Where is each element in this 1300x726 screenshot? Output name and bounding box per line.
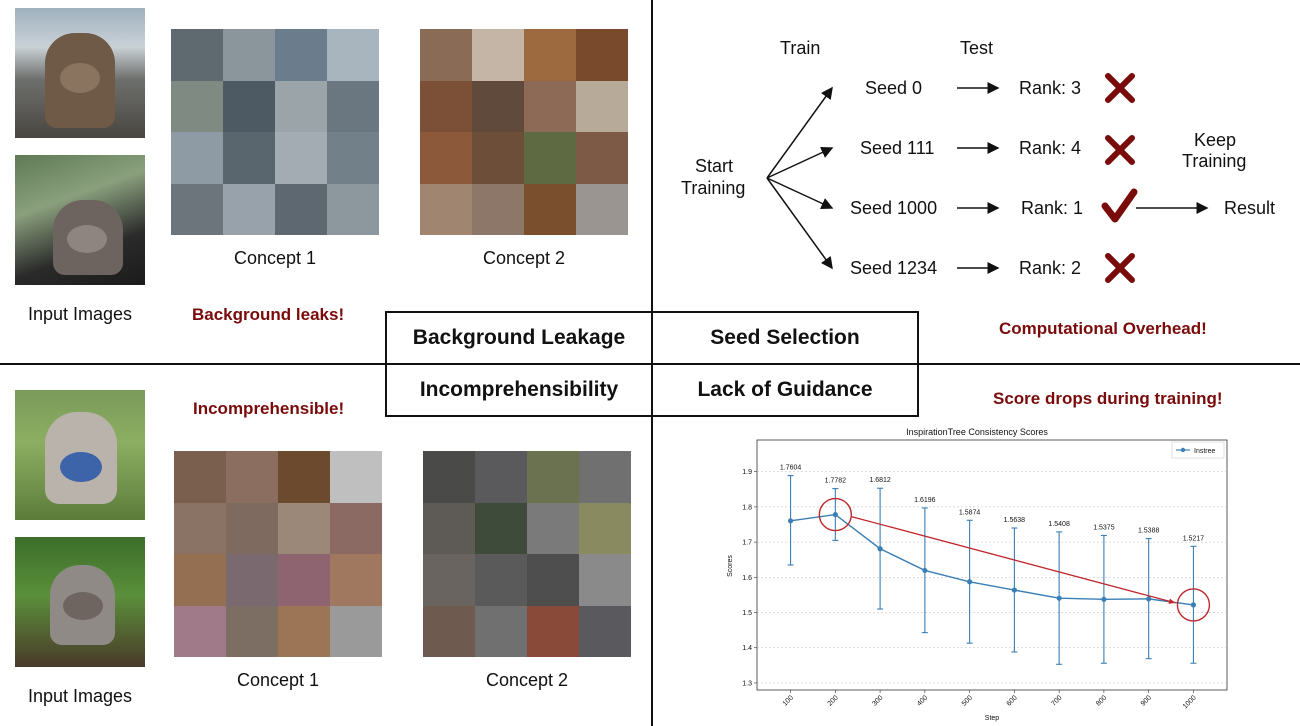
y-tick-label: 1.6 xyxy=(742,575,752,582)
trend-arrowhead xyxy=(1168,598,1176,604)
x-tick-label: 1000 xyxy=(1182,694,1198,710)
cross-icon-seed-1234 xyxy=(1105,253,1135,283)
cell-lack-of-guidance: Lack of Guidance xyxy=(651,363,919,417)
rank-label-1000: Rank: 1 xyxy=(1021,198,1084,218)
concept2-image-grid-bottom xyxy=(423,451,631,657)
x-tick-label: 300 xyxy=(871,694,884,707)
legend-marker xyxy=(1180,447,1186,453)
concept1-caption-bottom: Concept 1 xyxy=(236,670,320,690)
cross-icon-seed-111 xyxy=(1105,135,1135,165)
data-point xyxy=(1146,596,1152,602)
seed-diagram-arrows xyxy=(766,73,1209,283)
branch-arrow-seed-1000 xyxy=(766,177,834,210)
data-point xyxy=(1011,587,1017,593)
data-label: 1.6196 xyxy=(914,497,936,504)
seed-label-1000: Seed 1000 xyxy=(850,198,938,218)
rank-label-0: Rank: 3 xyxy=(1019,78,1082,98)
plot-area xyxy=(756,439,1228,691)
x-tick-label: 800 xyxy=(1095,694,1108,707)
score-drops-label: Score drops during training! xyxy=(993,389,1223,408)
highlight-circle xyxy=(1176,588,1211,622)
start-label-1: Start xyxy=(695,156,734,176)
keep-label-1: Keep xyxy=(1194,130,1237,150)
y-tick-label: 1.3 xyxy=(742,680,752,687)
branch-arrow-seed-0 xyxy=(766,86,833,179)
series-line-instree xyxy=(790,513,1194,606)
data-label: 1.5408 xyxy=(1048,521,1070,528)
check-icon-seed-1000 xyxy=(1101,188,1138,223)
data-label: 1.5638 xyxy=(1004,517,1026,524)
data-label: 1.5874 xyxy=(959,509,981,516)
data-label: 1.7782 xyxy=(825,478,847,485)
cross-icon-seed-0 xyxy=(1105,73,1135,103)
consistency-score-chart: InspirationTree Consistency Scores 1.3 1.… xyxy=(727,427,1228,722)
y-tick-label: 1.9 xyxy=(742,469,752,476)
legend-label: Instree xyxy=(1194,448,1216,455)
background-leaks-label: Background leaks! xyxy=(192,305,345,324)
data-point xyxy=(1190,602,1197,608)
data-label: 1.5217 xyxy=(1183,535,1205,542)
x-tick-label: 600 xyxy=(1006,694,1019,707)
concept1-image-grid-bottom xyxy=(174,451,382,657)
data-point xyxy=(832,511,838,518)
input-image-backpack-4 xyxy=(15,537,145,667)
data-label: 1.7604 xyxy=(780,465,802,472)
data-label: 1.5388 xyxy=(1138,528,1160,535)
rank-label-111: Rank: 4 xyxy=(1019,138,1082,158)
concept2-caption: Concept 2 xyxy=(482,248,566,268)
concept2-image-grid xyxy=(420,29,628,235)
chart-title: InspirationTree Consistency Scores xyxy=(906,427,1048,437)
trend-arrow xyxy=(851,515,1176,604)
seed-label-0: Seed 0 xyxy=(865,78,923,98)
y-tick-label: 1.7 xyxy=(742,540,752,547)
cell-incomprehensibility: Incomprehensibility xyxy=(385,363,653,417)
data-label: 1.6812 xyxy=(869,477,891,484)
x-tick-label: 700 xyxy=(1050,694,1063,707)
data-point xyxy=(1056,595,1062,601)
legend-box xyxy=(1171,441,1225,459)
data-point xyxy=(967,579,973,585)
y-tick-label: 1.4 xyxy=(742,645,752,652)
test-label: Test xyxy=(960,38,994,58)
start-label-2: Training xyxy=(681,178,746,198)
x-tick-label: 400 xyxy=(916,694,929,707)
branch-arrow-seed-111 xyxy=(766,146,834,179)
data-point xyxy=(922,567,928,574)
x-tick-label: 200 xyxy=(827,694,840,707)
data-point xyxy=(1101,596,1107,602)
branch-arrow-seed-1234 xyxy=(766,177,833,270)
legend: Instree xyxy=(1171,441,1225,459)
data-point xyxy=(877,546,883,552)
concept1-caption: Concept 1 xyxy=(233,248,317,268)
input-image-backpack-1 xyxy=(15,8,145,138)
y-axis-label: Scores xyxy=(727,555,734,577)
y-tick-label: 1.8 xyxy=(742,504,752,511)
x-axis-label: Step xyxy=(985,715,1000,722)
rank-label-1234: Rank: 2 xyxy=(1019,258,1082,278)
input-images-caption-bottom: Input Images xyxy=(27,686,133,706)
concept2-caption-bottom: Concept 2 xyxy=(485,670,569,690)
cell-seed-selection: Seed Selection xyxy=(651,311,919,365)
input-image-backpack-3 xyxy=(15,390,145,520)
seed-label-111: Seed 111 xyxy=(860,138,935,158)
data-point xyxy=(787,518,794,524)
result-label: Result xyxy=(1224,198,1276,218)
x-tick-label: 900 xyxy=(1140,694,1153,707)
seed-label-1234: Seed 1234 xyxy=(850,258,938,278)
x-tick-label: 500 xyxy=(961,694,974,707)
y-tick-label: 1.5 xyxy=(742,610,752,617)
computational-overhead-label: Computational Overhead! xyxy=(999,319,1207,338)
data-label: 1.5375 xyxy=(1093,524,1115,531)
cell-background-leakage: Background Leakage xyxy=(385,311,653,365)
keep-label-2: Training xyxy=(1182,151,1247,171)
concept1-image-grid xyxy=(171,29,379,235)
train-label: Train xyxy=(780,38,821,58)
input-image-backpack-2 xyxy=(15,155,145,285)
x-tick-label: 100 xyxy=(782,694,795,707)
input-images-caption: Input Images xyxy=(27,304,133,324)
highlight-circle xyxy=(818,497,853,532)
incomprehensible-label: Incomprehensible! xyxy=(193,399,345,418)
